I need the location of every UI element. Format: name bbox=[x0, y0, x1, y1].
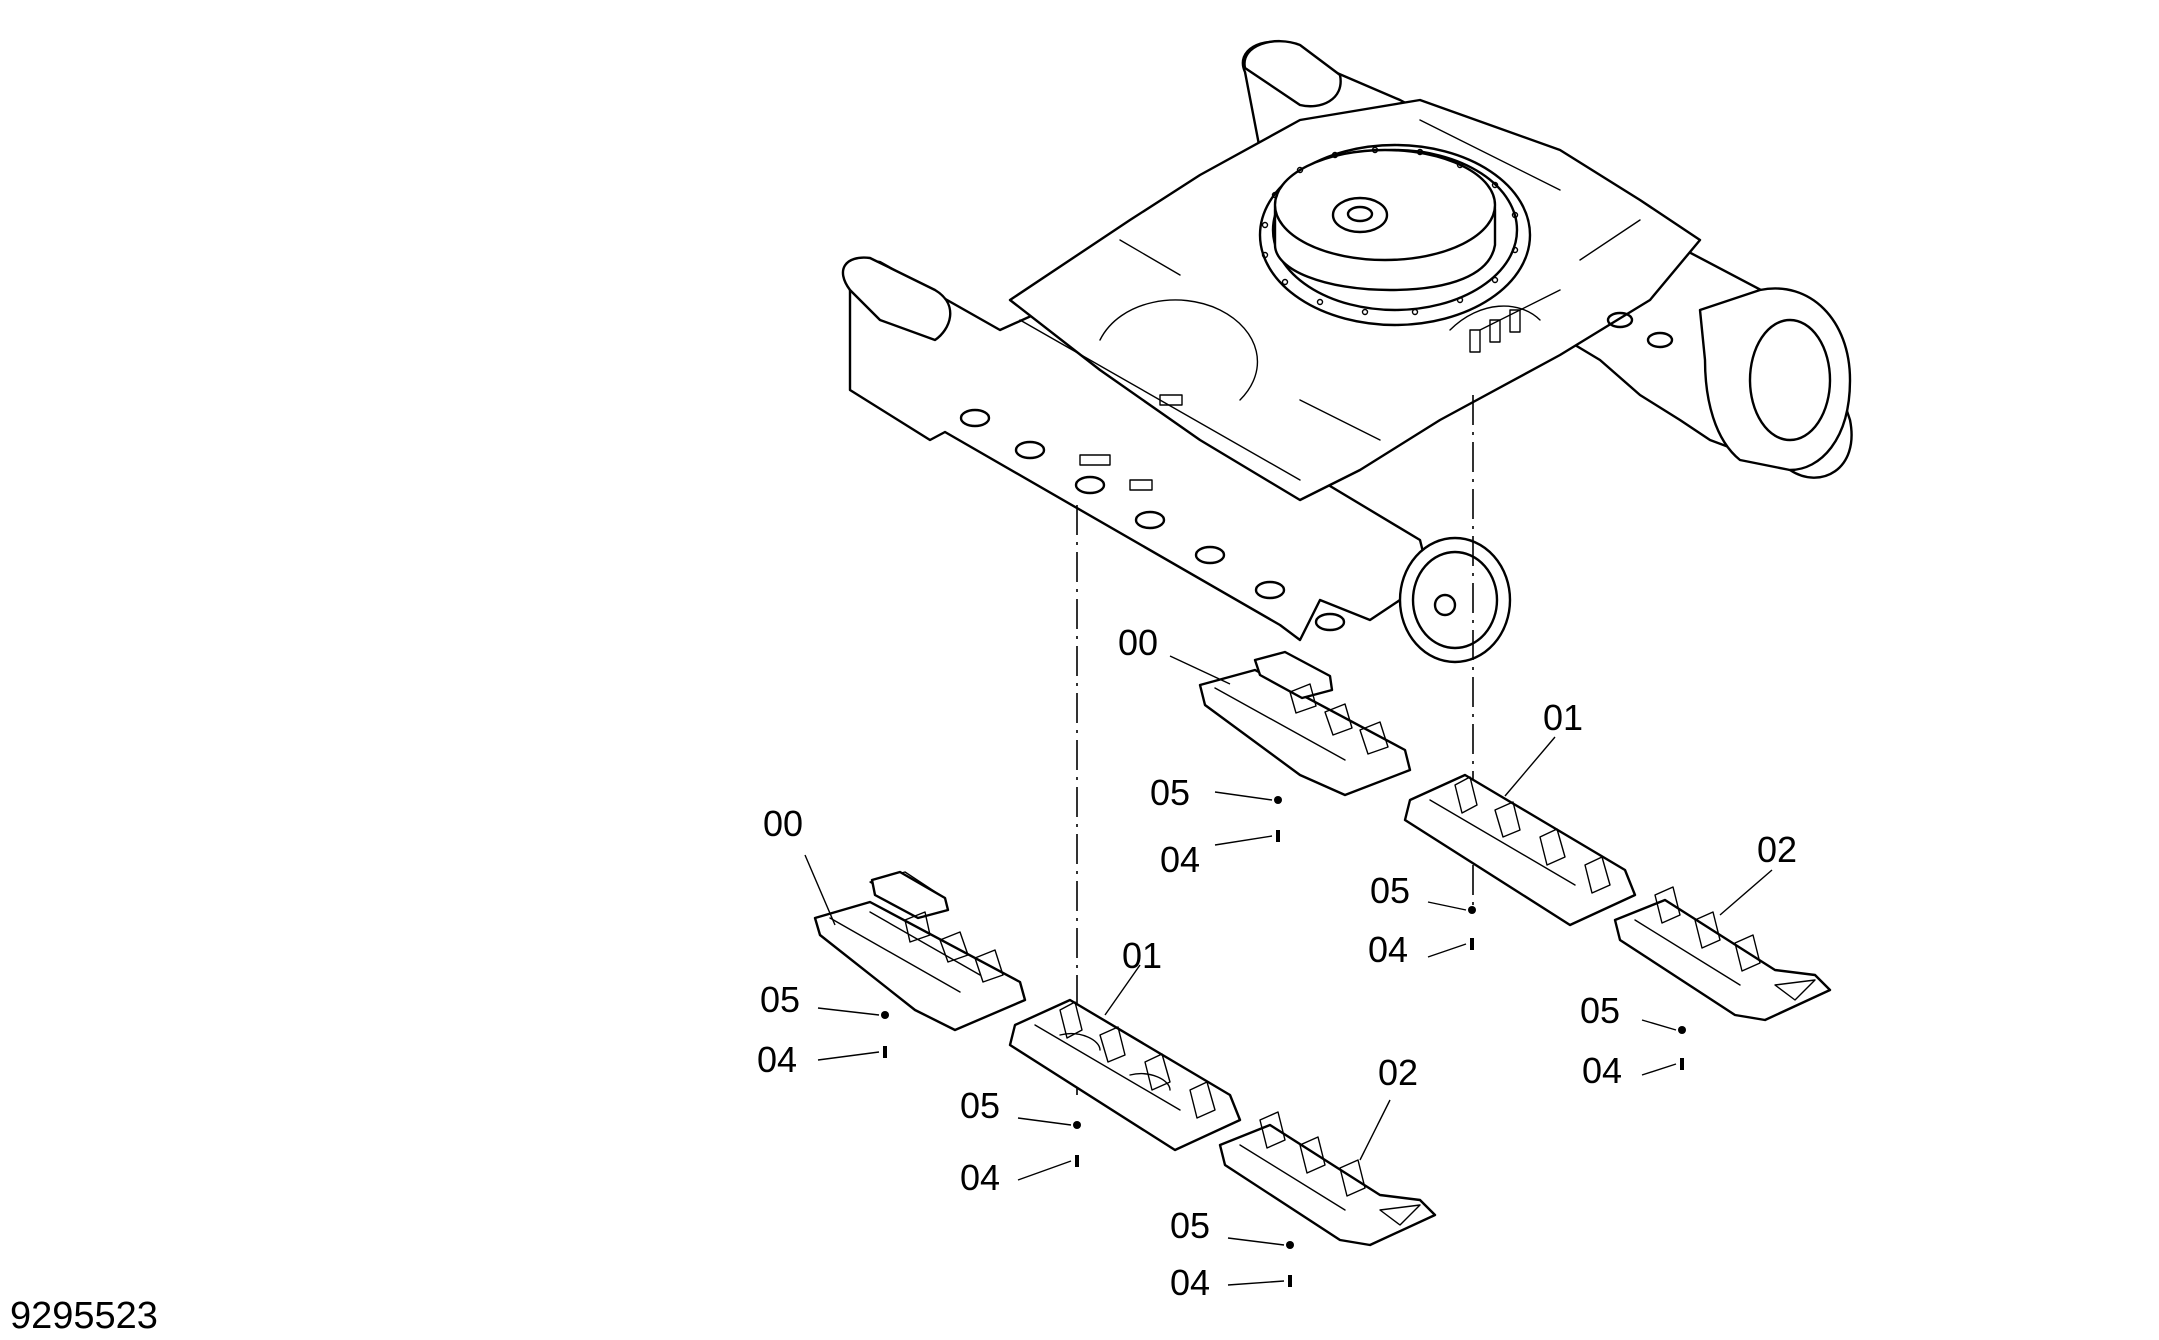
callout-05-lower-b: 05 bbox=[960, 1085, 1000, 1126]
track-guard-02-right bbox=[1613, 886, 1832, 1022]
fasteners bbox=[881, 796, 1686, 1287]
track-guard-00-right bbox=[1198, 650, 1412, 797]
undercarriage-frame bbox=[841, 40, 1853, 664]
drawing-number: 9295523 bbox=[10, 1295, 158, 1337]
track-guard-01-left bbox=[1008, 998, 1242, 1152]
callout-01-lower: 01 bbox=[1122, 935, 1162, 976]
callout-04-lower-b: 04 bbox=[960, 1157, 1000, 1198]
callout-04-upper-a: 04 bbox=[1160, 839, 1200, 880]
callout-02-upper: 02 bbox=[1757, 829, 1797, 870]
callout-00-upper: 00 bbox=[1118, 622, 1158, 663]
leader-lines bbox=[804, 655, 1773, 1286]
callout-00-lower: 00 bbox=[763, 803, 803, 844]
callout-02-lower: 02 bbox=[1378, 1052, 1418, 1093]
callout-04-lower-a: 04 bbox=[757, 1039, 797, 1080]
callout-05-lower-c: 05 bbox=[1170, 1205, 1210, 1246]
callout-01-upper: 01 bbox=[1543, 697, 1583, 738]
track-guard-00-left bbox=[813, 870, 1027, 1032]
callout-05-upper-a: 05 bbox=[1150, 772, 1190, 813]
callout-04-lower-c: 04 bbox=[1170, 1262, 1210, 1303]
callout-05-lower-a: 05 bbox=[760, 979, 800, 1020]
callout-labels: 00 01 02 05 04 05 04 00 05 04 01 05 04 0… bbox=[757, 622, 1797, 1303]
track-guard-01-right bbox=[1403, 773, 1637, 927]
callout-04-upper-b: 04 bbox=[1368, 929, 1408, 970]
track-guard-02-left bbox=[1218, 1111, 1437, 1247]
callout-05-upper-b: 05 bbox=[1370, 870, 1410, 911]
